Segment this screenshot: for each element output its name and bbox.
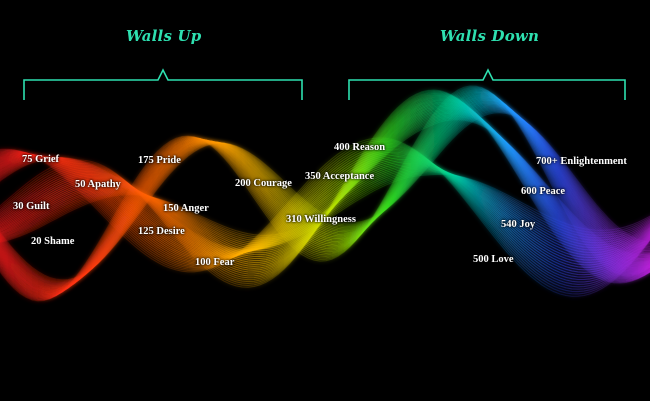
ribbon-strand xyxy=(0,94,650,295)
level-enlightenment: 700+ Enlightenment xyxy=(536,156,627,167)
ribbon-strand xyxy=(0,156,650,253)
ribbon-strand xyxy=(0,156,650,255)
level-anger: 150 Anger xyxy=(163,203,209,214)
ribbon-strand xyxy=(0,139,650,295)
level-apathy: 50 Apathy xyxy=(75,179,121,190)
ribbon-strand xyxy=(0,145,650,285)
ribbon-strand xyxy=(0,150,650,278)
walls-up-bracket xyxy=(23,68,303,100)
ribbon-strand xyxy=(0,148,650,281)
walls-down-heading: Walls Down xyxy=(440,27,540,45)
ribbon-strand xyxy=(0,155,650,263)
ribbon-strand xyxy=(0,156,650,253)
ribbon-strand xyxy=(0,155,650,261)
ribbon-strand xyxy=(0,155,650,256)
ribbon-strand xyxy=(0,156,650,252)
walls-up-heading: Walls Up xyxy=(126,27,202,45)
ribbon-strand xyxy=(0,156,650,252)
level-guilt: 30 Guilt xyxy=(13,201,50,212)
ribbon-strand xyxy=(0,157,650,251)
ribbon-strand xyxy=(0,155,650,259)
ribbon-strand xyxy=(0,88,650,300)
ribbon-strand xyxy=(0,91,650,298)
level-acceptance: 350 Acceptance xyxy=(305,171,375,182)
ribbon-strand xyxy=(0,86,650,301)
level-grief: 75 Grief xyxy=(22,154,60,165)
level-shame: 20 Shame xyxy=(31,236,75,247)
level-love: 500 Love xyxy=(473,254,514,265)
level-fear: 100 Fear xyxy=(195,257,235,268)
ribbon-strand xyxy=(0,137,650,297)
ribbon-strand xyxy=(0,143,650,288)
ribbon-strand xyxy=(0,157,650,251)
level-willingness: 310 Willingness xyxy=(286,214,356,225)
ribbon-strand xyxy=(0,156,650,254)
ribbon-strand xyxy=(0,156,650,252)
ribbon-strand xyxy=(0,154,650,266)
ribbon-strand xyxy=(0,153,650,273)
ribbon-strand xyxy=(0,154,650,271)
walls-down-bracket xyxy=(348,68,626,100)
level-courage: 200 Courage xyxy=(235,178,292,189)
ribbon-strand xyxy=(0,85,650,302)
level-reason: 400 Reason xyxy=(334,142,386,153)
ribbon-strand xyxy=(0,140,650,293)
level-joy: 540 Joy xyxy=(501,219,536,230)
ribbon-strand xyxy=(0,93,650,296)
ribbon-strand xyxy=(0,95,650,295)
ribbon-strand xyxy=(0,87,650,301)
level-desire: 125 Desire xyxy=(138,226,185,237)
ribbon-strand xyxy=(0,92,650,297)
ribbon-strand xyxy=(0,142,650,290)
level-pride: 175 Pride xyxy=(138,155,181,166)
ribbon-strand xyxy=(0,89,650,300)
ribbon-strand xyxy=(0,151,650,276)
ribbon-group xyxy=(0,85,650,302)
level-peace: 600 Peace xyxy=(521,186,566,197)
ribbon-strand xyxy=(0,92,650,298)
ribbon-strand xyxy=(0,156,650,255)
ribbon-strand xyxy=(0,147,650,283)
ribbon-strand xyxy=(0,154,650,268)
ribbon-strand xyxy=(0,90,650,299)
